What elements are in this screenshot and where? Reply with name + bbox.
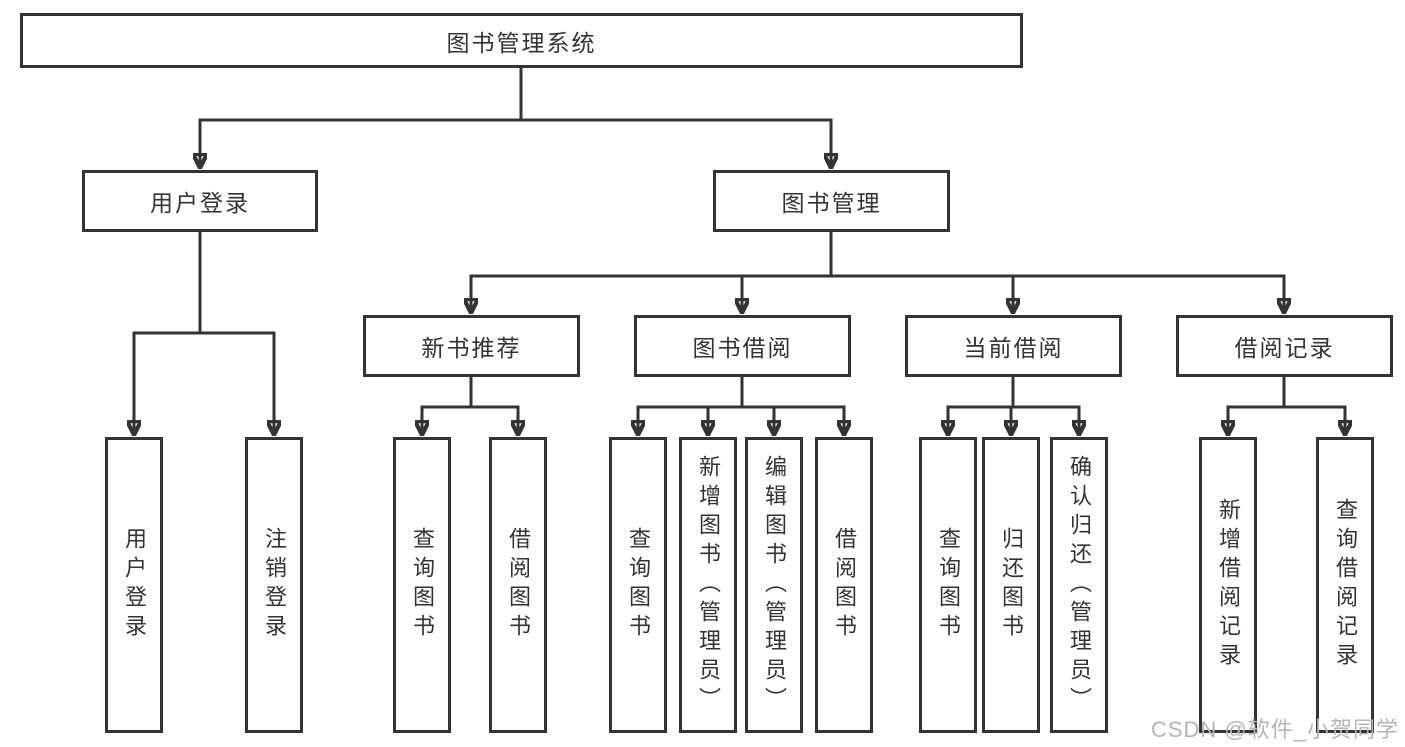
node-label: 借阅图书 [506,527,531,643]
leaf-add-borrow-record: 新增借阅记录 [1199,437,1257,733]
node-label: 新书推荐 [421,335,522,361]
node-label: 借阅图书 [832,527,857,643]
node-label: 查询图书 [626,527,651,643]
node-current-borrowing: 当前借阅 [905,315,1122,377]
node-label: 查询图书 [410,527,435,643]
leaf-add-books-admin: 新增图书（管理员） [679,437,737,733]
leaf-query-books-borrowing: 查询图书 [609,437,667,733]
edges-root-to-level2 [200,68,831,166]
edges-book-management-to-level3 [471,232,1284,311]
node-label: 新增借阅记录 [1216,498,1241,672]
leaf-query-books-current: 查询图书 [919,437,977,733]
node-book-management: 图书管理 [713,170,950,232]
node-label: 归还图书 [999,527,1024,643]
leaf-user-login: 用户登录 [105,437,163,733]
node-label: 查询图书 [936,527,961,643]
leaf-query-books-recommend: 查询图书 [393,437,451,733]
node-label: 注销登录 [262,527,287,643]
leaf-confirm-return-admin: 确认归还（管理员） [1050,437,1108,733]
node-label: 图书借阅 [692,335,793,361]
leaf-query-borrow-record: 查询借阅记录 [1316,437,1374,733]
node-new-book-recommendation: 新书推荐 [363,315,580,377]
edges-book-borrowing-to-leaves [638,377,844,433]
edges-user-login-to-leaves [134,232,274,433]
edges-new-book-recommendation-to-leaves [422,377,518,433]
leaf-edit-books-admin: 编辑图书（管理员） [745,437,803,733]
leaf-return-books: 归还图书 [982,437,1040,733]
node-label: 查询借阅记录 [1333,498,1358,672]
node-label: 新增图书（管理员） [696,454,721,716]
edges-borrowing-records-to-leaves [1228,377,1345,433]
edges-current-borrowing-to-leaves [948,377,1079,433]
node-label: 借阅记录 [1234,335,1335,361]
leaf-borrow-books-borrowing: 借阅图书 [815,437,873,733]
leaf-logout: 注销登录 [245,437,303,733]
node-label: 用户登录 [150,190,250,216]
node-label: 图书管理系统 [446,29,597,56]
leaf-borrow-books-recommend: 借阅图书 [489,437,547,733]
node-library-management-system: 图书管理系统 [20,13,1023,68]
node-label: 用户登录 [122,527,147,643]
node-label: 图书管理 [781,190,882,216]
node-user-login: 用户登录 [82,170,318,232]
node-label: 编辑图书（管理员） [762,454,787,716]
node-book-borrowing: 图书借阅 [634,315,851,377]
node-label: 确认归还（管理员） [1067,454,1092,716]
node-borrowing-records: 借阅记录 [1176,315,1393,377]
node-label: 当前借阅 [963,335,1064,361]
